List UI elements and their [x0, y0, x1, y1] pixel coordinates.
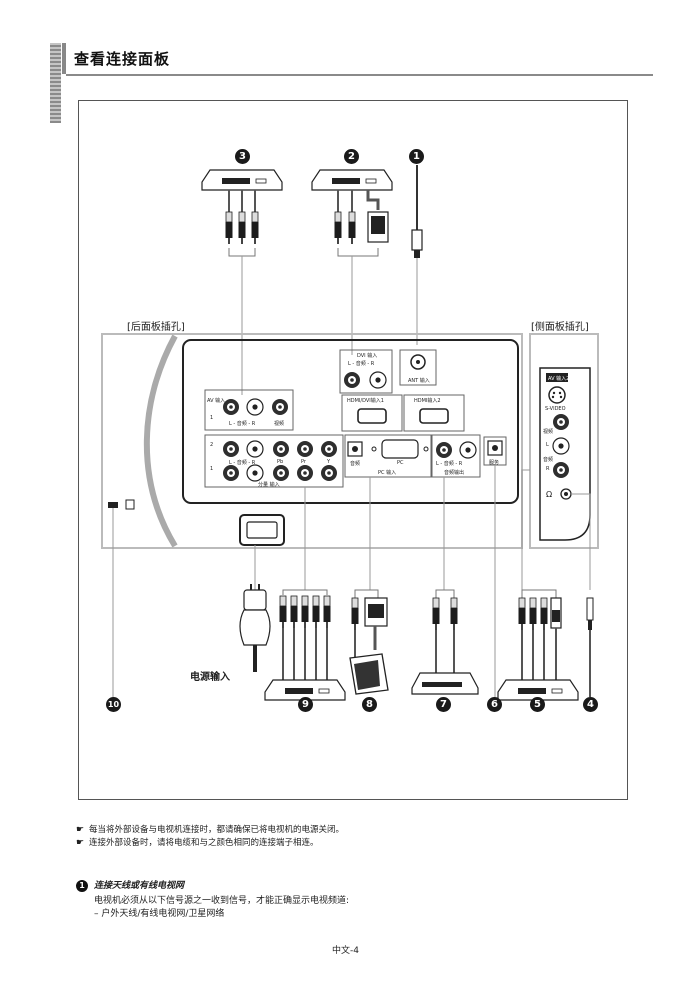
callout-4: 4	[583, 697, 598, 712]
section-line-2: – 户外天线/有线电视网/卫星网络	[94, 909, 225, 919]
dvi-audio-label: L - 音频 - R	[348, 361, 375, 367]
note-1-text: 每当将外部设备与电视机连接时，都请确保已将电视机的电源关闭。	[89, 825, 345, 835]
callout-8: 8	[362, 697, 377, 712]
callout-7: 7	[436, 697, 451, 712]
pr-label: Pr	[301, 459, 306, 465]
callout-10: 10	[106, 697, 121, 712]
section-line-1: 电视机必须从以下信号源之一收到信号，才能正确显示电视频道:	[94, 896, 350, 906]
power-cord	[239, 584, 271, 672]
section-title: 连接天线或有线电视网	[94, 881, 185, 891]
device-3	[201, 169, 283, 257]
section-number: 1	[76, 880, 88, 892]
note-1: ☛ 每当将外部设备与电视机连接时，都请确保已将电视机的电源关闭。	[76, 823, 344, 835]
power-input-label: 电源输入	[190, 672, 230, 683]
service-label: 服务	[489, 460, 500, 466]
av-in2-label: AV 输入2	[548, 376, 570, 382]
av-video-label: 视频	[274, 421, 285, 427]
device-8	[349, 589, 389, 695]
section-heading: 1 连接天线或有线电视网	[76, 878, 184, 892]
rear-panel-label: [后面板插孔]	[127, 322, 185, 333]
audio-out-label: 音频输出	[444, 470, 465, 476]
title-rule	[66, 74, 653, 76]
av-audio-label: L - 音频 - R	[229, 421, 256, 427]
audio-out-lr-label: L - 音频 - R	[436, 461, 463, 467]
side-video-label: 视频	[543, 429, 554, 435]
callout-9: 9	[298, 697, 313, 712]
y-label: Y	[327, 459, 331, 465]
pb-label: Pb	[277, 459, 284, 465]
pointing-hand-icon: ☛	[76, 838, 85, 848]
page-number: 中文-4	[332, 946, 359, 956]
diagram-frame	[78, 100, 628, 800]
av-in-number: 1	[210, 415, 214, 421]
callout-6: 6	[487, 697, 502, 712]
callout-1: 1	[409, 149, 424, 164]
hdmi1-label: HDMI/DVI输入1	[347, 398, 384, 404]
title-accent-bar	[62, 43, 66, 74]
pc-label: PC	[397, 460, 404, 466]
side-panel-label: [侧面板插孔]	[531, 322, 589, 333]
device-5	[497, 589, 579, 701]
side-r-label: R	[546, 466, 550, 472]
hdmi2-label: HDMI输入2	[414, 398, 441, 404]
pointing-hand-icon: ☛	[76, 825, 85, 835]
antenna-cable	[411, 165, 423, 258]
callout-5: 5	[530, 697, 545, 712]
callout-2: 2	[344, 149, 359, 164]
component-in-label: 分量 输入	[258, 482, 280, 488]
device-9	[264, 589, 346, 701]
side-l-label: L	[546, 442, 549, 448]
ant-in-label: ANT 输入	[408, 378, 430, 384]
component-audio-label: L - 音频 - R	[229, 460, 256, 466]
av-in-label: AV 输入	[207, 398, 226, 404]
svideo-label: S-VIDEO	[545, 406, 566, 412]
component-row-1: 1	[210, 466, 214, 472]
headphone-plug	[586, 597, 594, 697]
headphone-icon: Ω	[546, 490, 553, 499]
pc-audio-label: 音频	[350, 461, 361, 467]
callout-3: 3	[235, 149, 250, 164]
device-7	[411, 589, 479, 695]
page-title: 查看连接面板	[74, 50, 171, 68]
side-audio-label: 音频	[543, 457, 554, 463]
note-2-text: 连接外部设备时，请将电缆和与之颜色相同的连接端子相连。	[89, 838, 319, 848]
pc-in-label: PC 输入	[378, 470, 397, 476]
side-tab-strip	[50, 43, 61, 123]
component-row-2: 2	[210, 442, 214, 448]
device-2	[311, 169, 393, 257]
note-2: ☛ 连接外部设备时，请将电缆和与之颜色相同的连接端子相连。	[76, 836, 319, 848]
dvi-in-label: DVI 输入	[357, 353, 378, 359]
